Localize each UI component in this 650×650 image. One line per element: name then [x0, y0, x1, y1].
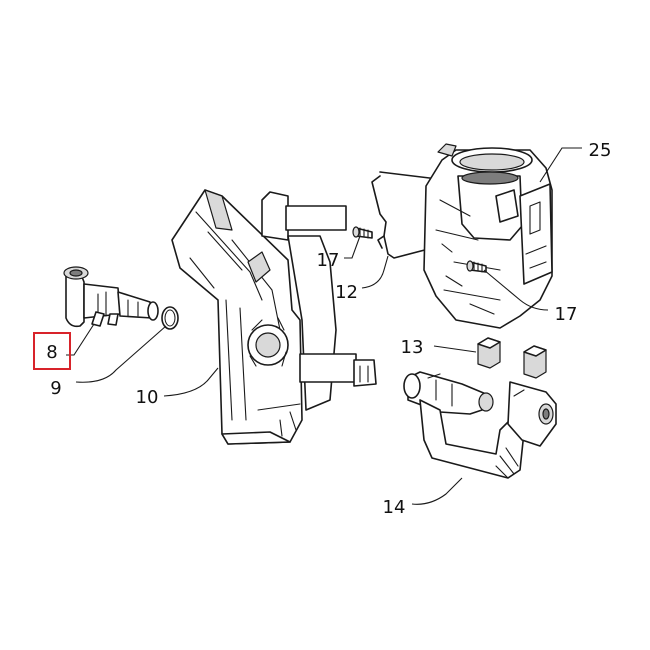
leader-10	[163, 367, 219, 397]
leader-14	[411, 477, 463, 505]
leader-17-left	[344, 235, 361, 259]
callout-17-left: 17	[317, 250, 340, 271]
callout-8: 8	[46, 342, 57, 363]
callout-10: 10	[136, 387, 159, 408]
part-8-nozzle	[63, 266, 159, 328]
leader-9	[75, 325, 167, 383]
part-17-screw-right	[466, 260, 487, 273]
leader-13	[433, 345, 477, 353]
callout-25: 25	[589, 140, 612, 161]
part-25-housing	[423, 143, 553, 329]
leader-8	[66, 323, 95, 356]
part-13-rubber-blocks	[477, 337, 547, 379]
leader-17-right	[483, 269, 549, 311]
leader-lines	[66, 147, 582, 505]
leader-12	[361, 255, 389, 289]
callout-13: 13	[401, 337, 424, 358]
callout-14: 14	[383, 497, 406, 518]
part-10-frame	[171, 189, 377, 445]
callout-8-highlight-box	[33, 332, 71, 370]
part-14-lever-bracket	[403, 371, 557, 479]
callout-12: 12	[335, 282, 358, 303]
leader-25	[539, 147, 582, 183]
part-17-screw-left	[352, 226, 373, 239]
callout-17-right: 17	[555, 304, 578, 325]
callout-9: 9	[50, 378, 61, 399]
part-9-o-ring	[161, 306, 179, 330]
